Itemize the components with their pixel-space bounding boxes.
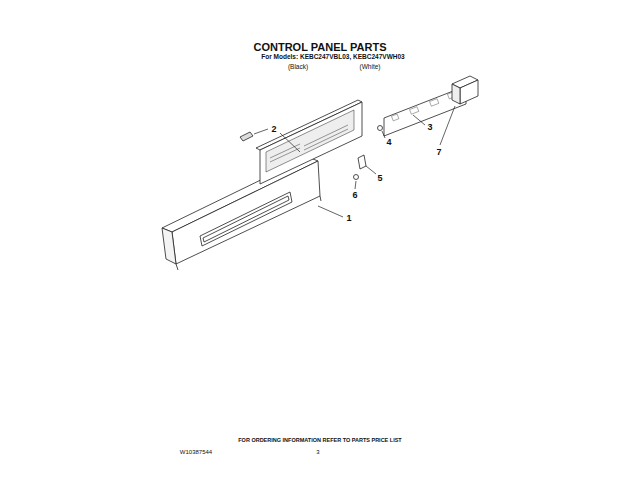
control-panel-display — [256, 100, 362, 184]
document-number: W10387544 — [180, 449, 212, 455]
screw — [378, 126, 383, 131]
screw — [354, 175, 359, 180]
callout-number: 5 — [377, 174, 382, 183]
model-list: For Models: KEBC247VBL03, KEBC247VWH03 — [261, 54, 404, 61]
callout-number: 3 — [427, 123, 432, 132]
page-title: CONTROL PANEL PARTS — [253, 42, 386, 53]
page-number: 3 — [316, 449, 319, 455]
control-panel-frame — [162, 157, 321, 270]
callout-number: 7 — [436, 148, 441, 157]
color-note: (Black) — [288, 64, 308, 71]
leader-lines — [254, 106, 455, 217]
footer-note: FOR ORDERING INFORMATION REFER TO PARTS … — [238, 438, 401, 444]
callout-number: 6 — [352, 191, 357, 200]
electronic-module — [452, 76, 478, 104]
callout-number: 2 — [271, 125, 276, 134]
bracket — [358, 155, 366, 169]
callout-number: 1 — [346, 214, 351, 223]
callout-number: 4 — [386, 138, 391, 147]
color-note: (White) — [360, 64, 381, 71]
